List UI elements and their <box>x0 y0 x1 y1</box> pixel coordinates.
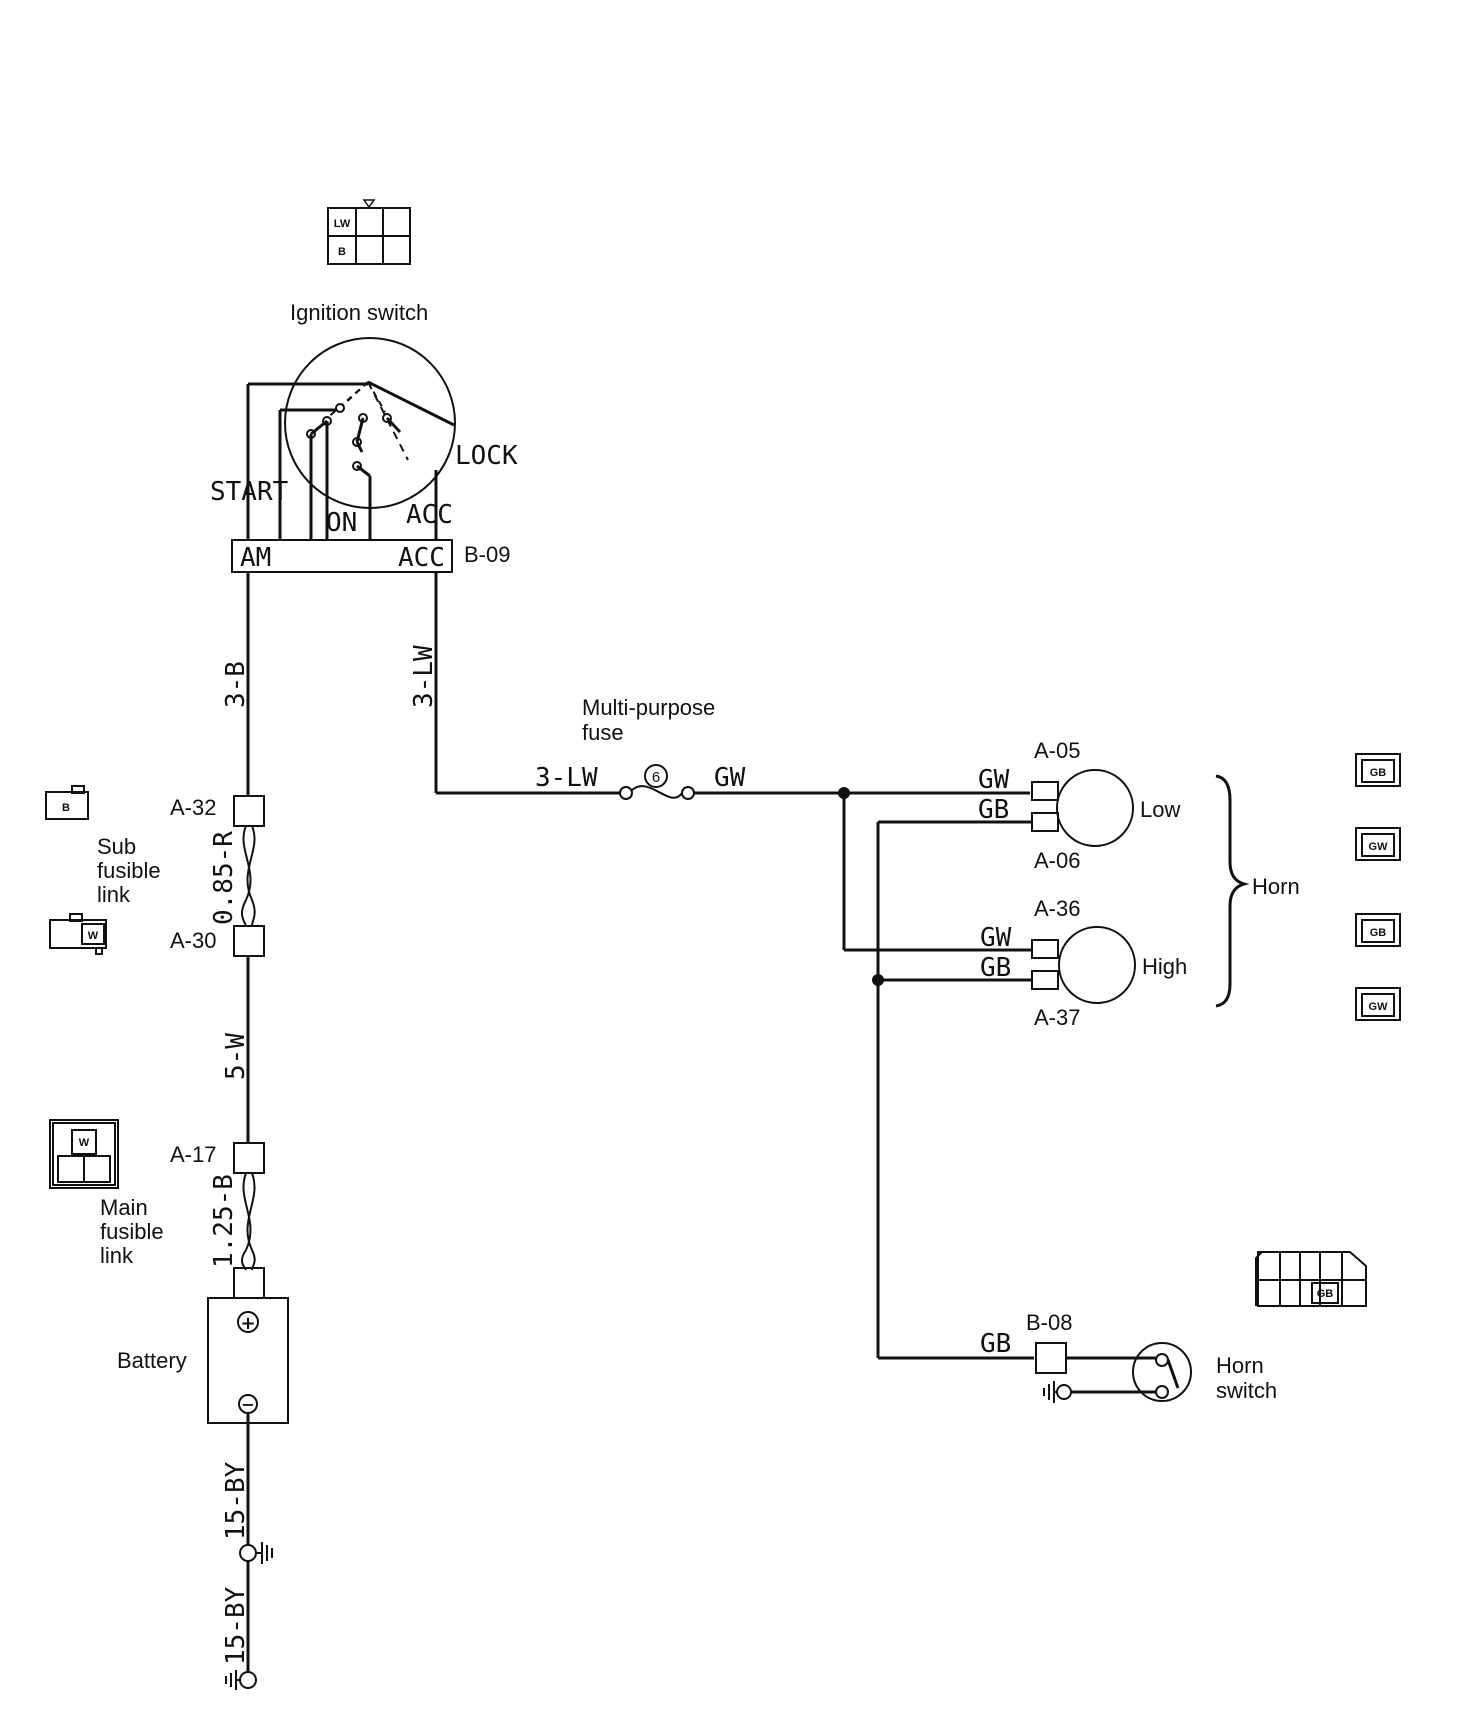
connector-a17-label: A-17 <box>170 1142 216 1167</box>
sub-fusible-link-label-1: Sub <box>97 834 136 859</box>
sub-fusible-link-label-2: fusible <box>97 858 161 883</box>
battery-minus-icon: − <box>241 1395 254 1414</box>
horn-brace <box>1215 774 1250 1008</box>
ignition-switch <box>246 337 456 540</box>
wire-gw-fuse-label: GW <box>714 763 746 793</box>
ign-icon-lw: LW <box>334 218 351 230</box>
sub-fusible-link-icon-w: W <box>49 913 107 955</box>
wire-3lw-vertical-label: 3-LW <box>409 645 439 708</box>
connector-a06-label: A-06 <box>1034 848 1080 873</box>
wire-125b-label: 1.25-B <box>209 1174 239 1268</box>
ign-icon-b: B <box>338 246 346 258</box>
svg-text:B: B <box>62 802 70 814</box>
fuse-label-2: fuse <box>582 720 624 745</box>
sub-fusible-link-element <box>240 825 252 927</box>
svg-text:GB: GB <box>1370 927 1387 939</box>
horn-connector-icon-gw-1: GW <box>1355 827 1401 861</box>
terminal-block-b09: AM ACC <box>231 539 453 573</box>
wire-085r-label: 0.85-R <box>209 831 239 925</box>
wire-gw-high-label: GW <box>980 923 1012 953</box>
horn-switch-connector-icon: GB <box>1255 1251 1367 1307</box>
horn-high-label: High <box>1142 954 1187 979</box>
fuse-label-1: Multi-purpose <box>582 695 715 720</box>
connector-a37-label: A-37 <box>1034 1005 1080 1030</box>
connector-b08 <box>1035 1342 1067 1374</box>
main-fusible-link-icon: W <box>49 1119 119 1189</box>
ignition-switch-label: Ignition switch <box>290 300 428 325</box>
horn-connector-icon-gb-2: GB <box>1355 913 1401 947</box>
wire-gw-low-label: GW <box>978 765 1010 795</box>
horn-connector-icon-gw-2: GW <box>1355 987 1401 1021</box>
horn-connector-icon-gb-1: GB <box>1355 753 1401 787</box>
ground-icon-body <box>239 1542 273 1564</box>
wire-3b-label: 3-B <box>221 661 251 708</box>
connector-a36-label: A-36 <box>1034 896 1080 921</box>
main-fusible-link-label-2: fusible <box>100 1219 164 1244</box>
horn-switch <box>1043 1342 1192 1403</box>
connector-a30 <box>233 925 265 957</box>
horn-low-label: Low <box>1140 797 1180 822</box>
wire-15by-b-label: 15-BY <box>221 1586 251 1665</box>
connector-b08-label: B-08 <box>1026 1310 1072 1335</box>
svg-text:GW: GW <box>1369 1001 1389 1013</box>
horn-high <box>1031 926 1136 1004</box>
svg-text:W: W <box>79 1137 90 1149</box>
multi-purpose-fuse: 6 <box>619 764 695 800</box>
switch-lock-label: LOCK <box>455 441 518 471</box>
horn-switch-label-2: switch <box>1216 1378 1277 1403</box>
connector-a17 <box>233 1142 265 1174</box>
wire-gb-switch-label: GB <box>980 1329 1011 1359</box>
svg-text:GB: GB <box>1370 767 1387 779</box>
switch-start-label: START <box>210 477 289 507</box>
ignition-switch-connector-icon: LW B <box>327 199 411 265</box>
main-fusible-link-label-1: Main <box>100 1195 148 1220</box>
connector-a05-label: A-05 <box>1034 738 1080 763</box>
wire-gb-high-label: GB <box>980 953 1011 983</box>
main-fusible-link-element <box>240 1172 252 1271</box>
horn-low <box>1031 769 1134 847</box>
wire-5w-label: 5-W <box>221 1033 251 1080</box>
wire-gb-low-label: GB <box>978 795 1009 825</box>
switch-acc-label: ACC <box>406 500 453 530</box>
horn-label: Horn <box>1252 874 1300 899</box>
battery: + − <box>207 1297 289 1424</box>
connector-a32-label: A-32 <box>170 795 216 820</box>
terminal-acc-label: ACC <box>398 543 445 573</box>
connector-a32 <box>233 795 265 827</box>
svg-text:W: W <box>88 930 99 942</box>
sub-fusible-link-label-3: link <box>97 882 131 907</box>
battery-label: Battery <box>117 1348 187 1373</box>
main-fusible-link-label-3: link <box>100 1243 134 1268</box>
sub-fusible-link-icon-b: B <box>45 785 89 820</box>
connector-b09-label: B-09 <box>464 542 510 567</box>
battery-plus-icon: + <box>240 1313 255 1334</box>
svg-text:GW: GW <box>1369 841 1389 853</box>
svg-text:GB: GB <box>1317 1288 1334 1300</box>
terminal-am-label: AM <box>240 543 271 573</box>
battery-plus-connector <box>233 1267 265 1299</box>
junction-gb <box>872 974 884 986</box>
horn-switch-label-1: Horn <box>1216 1353 1264 1378</box>
ground-icon-chassis <box>225 1670 257 1690</box>
wire-3lw-horizontal-label: 3-LW <box>535 763 598 793</box>
fuse-number: 6 <box>652 769 660 786</box>
wire-15by-a-label: 15-BY <box>221 1461 251 1540</box>
connector-a30-label: A-30 <box>170 928 216 953</box>
switch-on-label: ON <box>326 508 357 538</box>
